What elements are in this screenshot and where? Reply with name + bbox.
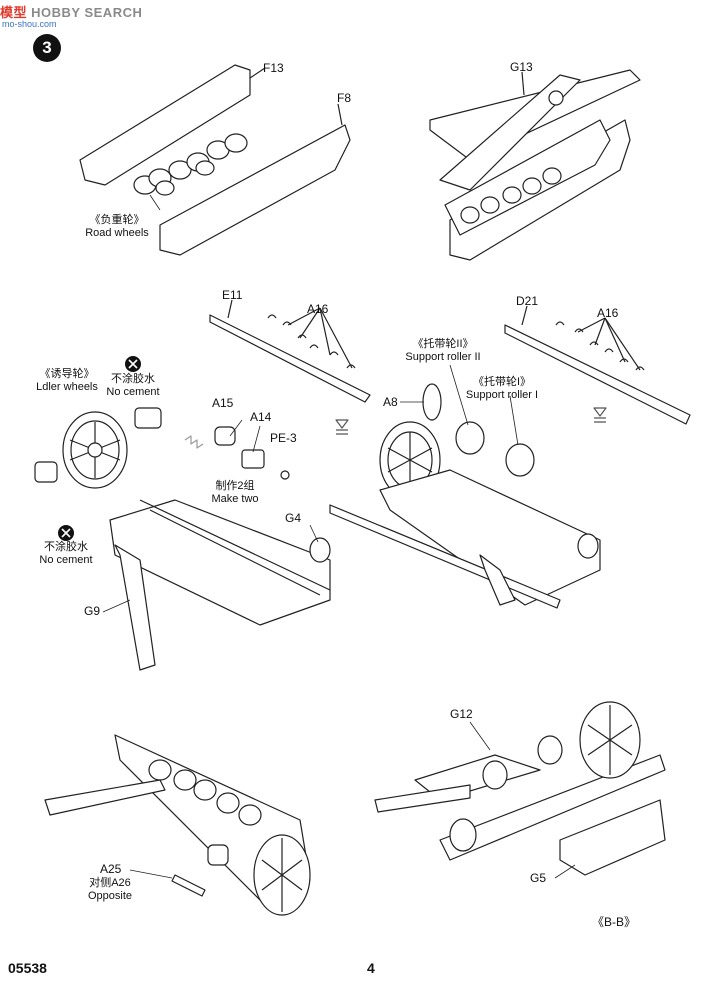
step-number: 3 [33, 34, 61, 62]
part-g13: G13 [510, 60, 533, 74]
footer-code: 05538 [8, 960, 47, 976]
no-cement-top-en: No cement [106, 386, 160, 398]
page-number: 4 [367, 960, 375, 976]
part-g12: G12 [450, 707, 473, 721]
no-cement-top-icon [125, 356, 141, 372]
view-label: 《B-B》 [592, 915, 637, 929]
support-roller-1-en: Support roller I [465, 389, 539, 401]
watermark: 模型 HOBBY SEARCH [0, 2, 142, 21]
part-g5: G5 [530, 871, 547, 885]
return-rail-left [209, 299, 371, 403]
no-cement-bottom-en: No cement [39, 554, 93, 566]
part-a15: A15 [212, 396, 234, 410]
return-rail-right [504, 305, 691, 425]
part-a25: A25 [100, 862, 122, 876]
watermark-cn: 模型 [0, 5, 28, 20]
support-roller-2-en: Support roller II [405, 351, 481, 363]
support-roller-assembly [329, 383, 607, 609]
no-cement-top-cn: 不涂胶水 [111, 373, 155, 385]
bottom-right-view [374, 701, 666, 876]
part-g9: G9 [84, 604, 101, 618]
no-cement-bottom-cn: 不涂胶水 [44, 541, 88, 553]
part-e11: E11 [222, 288, 243, 302]
watermark-sub: mo-shou.com [2, 19, 57, 29]
idler-wheels-cn: 《诱导轮》 [39, 368, 95, 380]
idler-wheels-en: Ldler wheels [36, 381, 98, 393]
watermark-en: HOBBY SEARCH [31, 5, 143, 20]
part-a16-right: A16 [597, 306, 619, 320]
road-wheels-assembly [79, 64, 351, 256]
support-roller-2-cn: 《托带轮II》 [412, 338, 474, 350]
opposite-en: Opposite [87, 890, 133, 902]
part-a14: A14 [250, 410, 272, 424]
make-two-en: Make two [211, 493, 259, 505]
frame-assembly [429, 69, 641, 261]
part-pe3: PE-3 [270, 431, 297, 445]
part-d21: D21 [516, 294, 539, 308]
part-f8: F8 [337, 91, 352, 105]
part-f13: F13 [263, 61, 284, 75]
part-g4: G4 [285, 511, 302, 525]
idler-wheel-assembly [34, 407, 331, 671]
make-two-cn: 制作2组 [215, 480, 255, 492]
road-wheels-cn: 《负重轮》 [89, 214, 145, 226]
road-wheels-en: Road wheels [85, 227, 149, 239]
no-cement-bottom-icon [58, 525, 74, 541]
part-a8: A8 [383, 395, 398, 409]
opposite-cn: 对侧A26 [89, 877, 131, 889]
support-roller-1-cn: 《托带轮I》 [472, 376, 532, 388]
bottom-left-view [44, 734, 311, 916]
part-a16-left: A16 [307, 302, 329, 316]
